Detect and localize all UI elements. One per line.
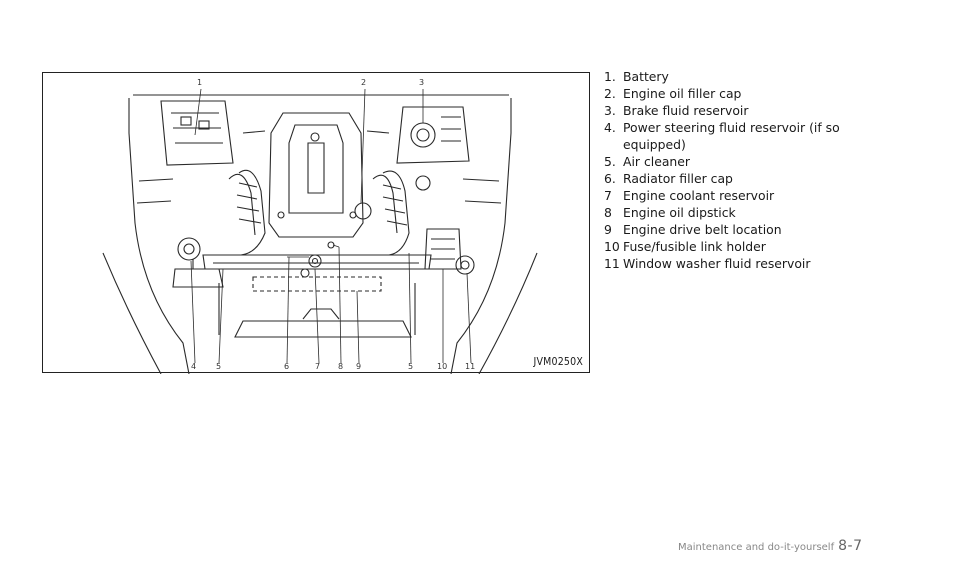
legend-number: 8	[604, 205, 612, 220]
legend-item: 1. Battery	[604, 68, 904, 85]
legend-text: Engine drive belt location	[623, 222, 782, 237]
legend-text: Fuse/fusible link holder	[623, 239, 766, 254]
legend-text: Air cleaner	[623, 154, 690, 169]
legend-text: Engine oil filler cap	[623, 86, 742, 101]
legend-number: 2.	[604, 86, 616, 101]
legend-text: Engine oil dipstick	[623, 205, 736, 220]
legend-text: Window washer fluid reservoir	[623, 256, 811, 271]
legend-number: 4.	[604, 120, 616, 135]
callout-4: 4	[191, 362, 197, 371]
callout-7: 7	[315, 362, 321, 371]
legend-number: 10	[604, 239, 620, 254]
legend-number: 7	[604, 188, 612, 203]
callout-2: 2	[361, 78, 367, 87]
legend-number: 3.	[604, 103, 616, 118]
engine-compartment-drawing	[102, 88, 538, 374]
legend-number: 11	[604, 256, 620, 271]
legend-number: 9	[604, 222, 612, 237]
legend-item: 6. Radiator filler cap	[604, 170, 904, 187]
figure-code: JVM0250X	[533, 356, 583, 368]
callout-6: 6	[284, 362, 290, 371]
legend-text: Engine coolant reservoir	[623, 188, 775, 203]
callout-3: 3	[419, 78, 425, 87]
callout-1: 1	[197, 78, 203, 87]
legend-item: 2. Engine oil filler cap	[604, 85, 904, 102]
callout-9: 9	[356, 362, 362, 371]
legend-item: 5. Air cleaner	[604, 153, 904, 170]
legend-number: 5.	[604, 154, 616, 169]
page-number: 8-7	[838, 538, 863, 554]
engine-compartment-figure: 1 2 3 4 5 6 7 8 9 5 10 11 JVM0250X	[42, 72, 590, 374]
legend-text: Battery	[623, 69, 669, 84]
section-title: Maintenance and do-it-yourself	[678, 542, 835, 553]
legend-item: 8 Engine oil dipstick	[604, 204, 904, 221]
legend-item: 3. Brake fluid reservoir	[604, 102, 904, 119]
legend-text: Brake fluid reservoir	[623, 103, 749, 118]
legend-number: 1.	[604, 69, 616, 84]
legend-number: 6.	[604, 171, 616, 186]
legend-text: Power steering fluid reservoir (if so eq…	[623, 120, 840, 152]
callout-8: 8	[338, 362, 344, 371]
callout-11: 11	[465, 362, 476, 371]
legend-item: 7 Engine coolant reservoir	[604, 187, 904, 204]
callout-5: 5	[216, 362, 222, 371]
callout-5-right: 5	[408, 362, 414, 371]
component-legend: 1. Battery 2. Engine oil filler cap 3. Brak…	[604, 68, 904, 272]
legend-item: 4. Power steering fluid reservoir (if so …	[604, 119, 904, 153]
legend-item: 9 Engine drive belt location	[604, 221, 904, 238]
callout-10: 10	[437, 362, 448, 371]
legend-text: Radiator filler cap	[623, 171, 733, 186]
